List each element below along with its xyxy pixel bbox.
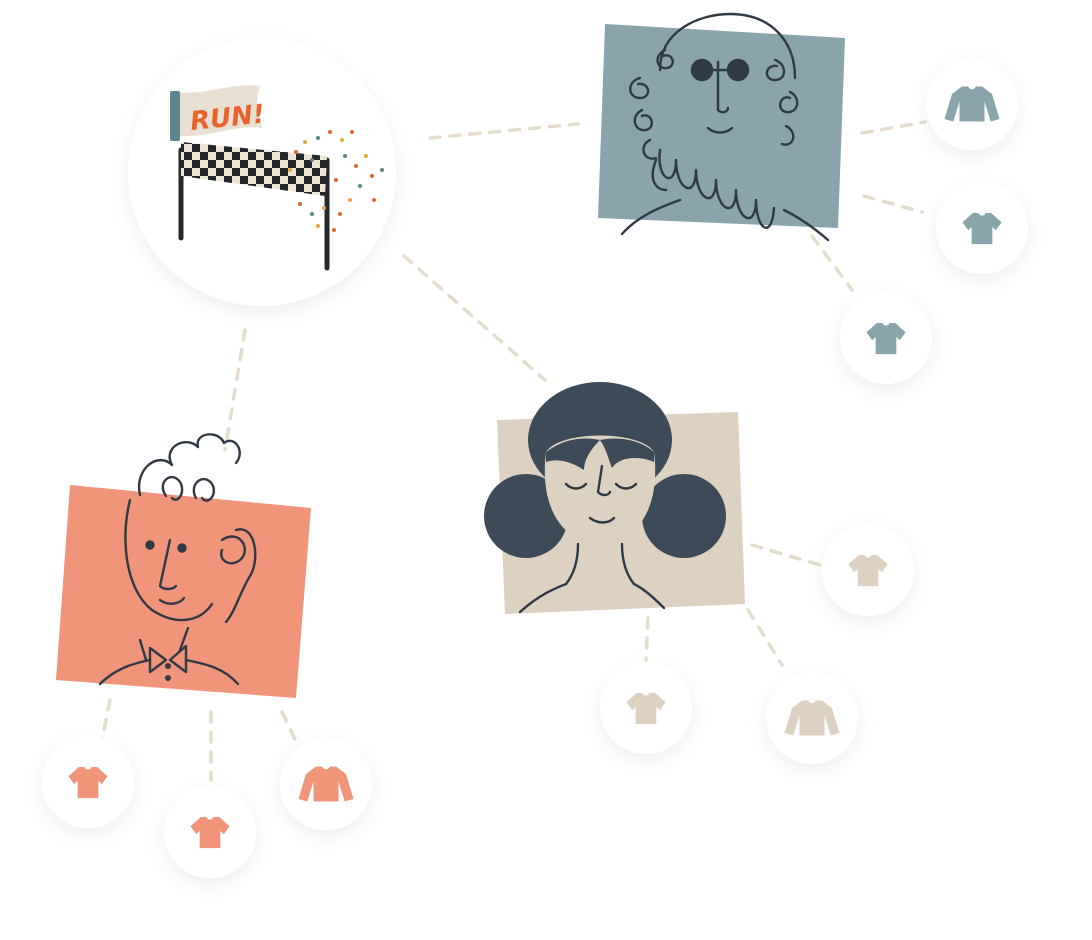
tshirt-icon bbox=[626, 693, 666, 725]
bearded-man-portrait-icon[interactable] bbox=[598, 12, 845, 242]
event-node[interactable]: RUN! bbox=[128, 38, 396, 306]
woman-with-buns-portrait-icon[interactable] bbox=[484, 382, 745, 614]
tshirt-icon bbox=[848, 555, 888, 587]
shirt-node-curly-man[interactable] bbox=[42, 736, 134, 828]
shirt-node-bearded-man[interactable] bbox=[840, 292, 932, 384]
curly-hair-man-portrait-icon[interactable] bbox=[56, 433, 311, 698]
confetti-decoration bbox=[288, 130, 384, 232]
shirt-node-woman[interactable] bbox=[766, 672, 858, 764]
shirt-node-bearded-man[interactable] bbox=[926, 58, 1018, 150]
connector-lines bbox=[100, 120, 927, 782]
long-sleeve-shirt-icon bbox=[298, 766, 354, 802]
finish-line-flag-icon: RUN! bbox=[170, 85, 384, 271]
shirt-node-woman[interactable] bbox=[600, 662, 692, 754]
tshirt-icon bbox=[68, 767, 108, 799]
shirt-node-curly-man[interactable] bbox=[280, 738, 372, 830]
long-sleeve-shirt-icon bbox=[784, 700, 840, 736]
tshirt-icon bbox=[866, 323, 906, 355]
shirt-node-curly-man[interactable] bbox=[164, 786, 256, 878]
tshirt-icon bbox=[190, 817, 230, 849]
long-sleeve-shirt-icon bbox=[944, 86, 1000, 122]
shirt-node-bearded-man[interactable] bbox=[936, 182, 1028, 274]
shirt-nodes bbox=[42, 58, 1028, 878]
tshirt-icon bbox=[962, 213, 1002, 245]
shirt-node-woman[interactable] bbox=[822, 524, 914, 616]
